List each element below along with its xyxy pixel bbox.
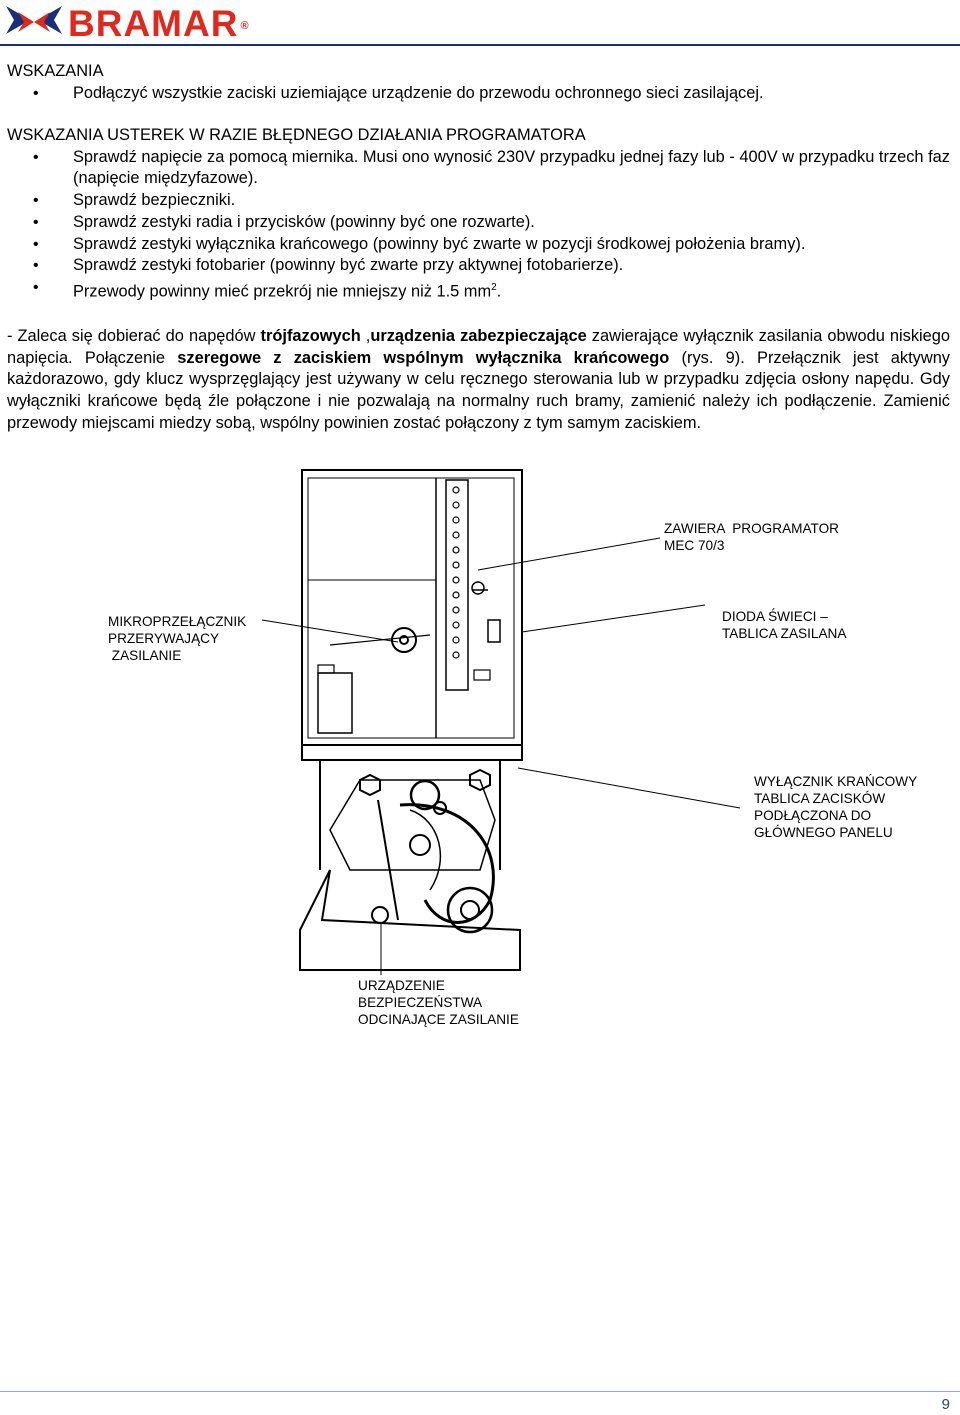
- footer-rule: [0, 1391, 960, 1392]
- brand-name: BRAMAR®: [68, 3, 250, 44]
- paragraph-text: ,: [360, 327, 371, 345]
- list-item: Podłączyć wszystkie zaciski uziemiające …: [7, 83, 950, 105]
- section-heading: WSKAZANIA: [7, 62, 104, 80]
- bullet-list: Podłączyć wszystkie zaciski uziemiające …: [7, 83, 950, 105]
- label-diode: DIODA ŚWIECI – TABLICA ZASILANA: [722, 609, 847, 641]
- label-safety-device: URZĄDZENIE BEZPIECZEŃSTWA ODCINAJĄCE ZAS…: [358, 978, 519, 1027]
- page-header: BRAMAR®: [0, 0, 960, 46]
- superscript: 2: [491, 281, 497, 293]
- bullet-list: Sprawdź napięcie za pomocą miernika. Mus…: [7, 147, 950, 303]
- list-item: Sprawdź bezpieczniki.: [7, 190, 950, 212]
- header-rule: [0, 44, 960, 46]
- paragraph-bold: trójfazowych: [260, 327, 361, 345]
- paragraph-bold: urządzenia zabezpieczające: [370, 327, 587, 345]
- paragraph-bold: szeregowe z zaciskiem wspólnym wyłącznik…: [177, 348, 670, 367]
- page-number: 9: [941, 1396, 950, 1413]
- recommendation-paragraph: - Zaleca się dobierać do napędów trójfaz…: [7, 326, 950, 435]
- list-item: Sprawdź zestyki radia i przycisków (powi…: [7, 212, 950, 234]
- list-item: Przewody powinny mieć przekrój nie mniej…: [7, 277, 950, 303]
- label-microswitch: MIKROPRZEŁĄCZNIK PRZERYWAJĄCY ZASILANIE: [108, 614, 247, 663]
- list-item: Sprawdź napięcie za pomocą miernika. Mus…: [7, 147, 950, 190]
- bramar-logo-icon: [6, 6, 62, 34]
- label-programmer: ZAWIERA PROGRAMATOR MEC 70/3: [664, 521, 839, 553]
- diagram-drawing: [261, 469, 741, 975]
- list-item: Sprawdź zestyki fotobarier (powinny być …: [7, 255, 950, 277]
- section-troubleshooting: WSKAZANIA USTEREK W RAZIE BŁĘDNEGO DZIAŁ…: [7, 125, 950, 303]
- list-item: Sprawdź zestyki wyłącznika krańcowego (p…: [7, 234, 950, 256]
- list-item-text: Przewody powinny mieć przekrój nie mniej…: [73, 282, 492, 301]
- list-item-text-end: .: [496, 282, 502, 301]
- paragraph-text: - Zaleca się dobierać do napędów: [7, 327, 261, 345]
- section-indications: WSKAZANIA Podłączyć wszystkie zaciski uz…: [7, 61, 950, 104]
- registered-mark: ®: [240, 20, 250, 32]
- section-heading: WSKAZANIA USTEREK W RAZIE BŁĘDNEGO DZIAŁ…: [7, 126, 586, 144]
- paragraph-text: zawierające wyłącznik zasilania obwodu n…: [7, 327, 951, 367]
- label-limit-switch: WYŁĄCZNIK KRAŃCOWY TABLICA ZACISKÓW PODŁ…: [754, 774, 918, 840]
- paragraph-text: (rys. 9). Przełącznik jest aktywny każdo…: [7, 348, 951, 432]
- gear-motor-diagram: ZAWIERA PROGRAMATOR MEC 70/3 MIKROPRZEŁĄ…: [0, 460, 960, 1060]
